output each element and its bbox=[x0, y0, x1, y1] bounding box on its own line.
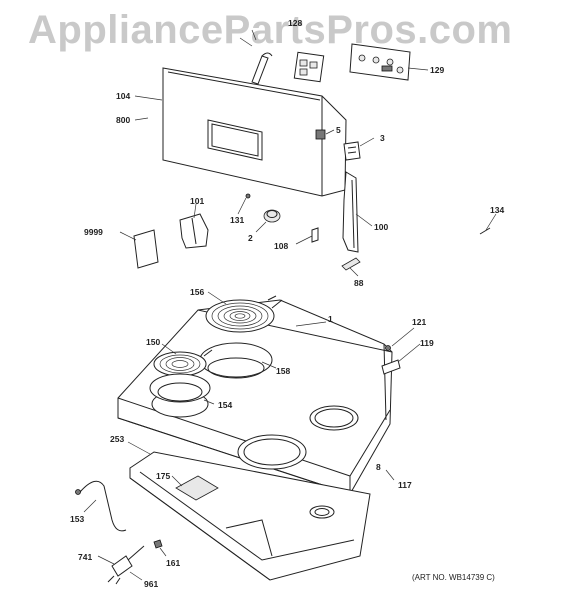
callout-129: 129 bbox=[430, 65, 444, 75]
callout-108: 108 bbox=[274, 241, 288, 251]
callout-labels: 128 129 104 800 5 3 101 9999 131 2 108 1… bbox=[70, 18, 504, 589]
literature-9999 bbox=[133, 229, 159, 269]
callout-88: 88 bbox=[354, 278, 364, 288]
large-surface-element bbox=[205, 295, 283, 333]
callout-3: 3 bbox=[380, 133, 385, 143]
knob-2 bbox=[263, 209, 281, 223]
callout-131: 131 bbox=[230, 215, 244, 225]
control-board bbox=[349, 43, 411, 81]
callout-158: 158 bbox=[276, 366, 290, 376]
small-surface-element bbox=[149, 349, 213, 403]
part-131 bbox=[245, 193, 251, 199]
callout-5: 5 bbox=[336, 125, 341, 135]
callout-119: 119 bbox=[420, 338, 434, 348]
leader-lines bbox=[83, 29, 497, 581]
part-88 bbox=[341, 257, 361, 271]
part-121 bbox=[385, 345, 391, 351]
callout-150: 150 bbox=[146, 337, 160, 347]
callout-2: 2 bbox=[248, 233, 253, 243]
callout-161: 161 bbox=[166, 558, 180, 568]
part-3 bbox=[343, 141, 361, 161]
callout-128: 128 bbox=[288, 18, 302, 28]
callout-9999: 9999 bbox=[84, 227, 103, 237]
callout-8: 8 bbox=[376, 462, 381, 472]
callout-121: 121 bbox=[412, 317, 426, 327]
callout-1: 1 bbox=[328, 314, 333, 324]
end-cap bbox=[342, 171, 359, 253]
part-175 bbox=[175, 475, 219, 501]
callout-153: 153 bbox=[70, 514, 84, 524]
callout-134: 134 bbox=[490, 205, 504, 215]
callout-800: 800 bbox=[116, 115, 130, 125]
callout-100: 100 bbox=[374, 222, 388, 232]
part-161 bbox=[153, 539, 163, 549]
callout-117: 117 bbox=[398, 480, 412, 490]
callout-156: 156 bbox=[190, 287, 204, 297]
callout-741: 741 bbox=[78, 552, 92, 562]
watermark: AppliancePartsPros.com bbox=[28, 8, 513, 52]
part-5 bbox=[315, 129, 326, 140]
callout-253: 253 bbox=[110, 434, 124, 444]
callout-101: 101 bbox=[190, 196, 204, 206]
wire-153 bbox=[79, 480, 127, 532]
callout-154: 154 bbox=[218, 400, 232, 410]
callout-104: 104 bbox=[116, 91, 130, 101]
part-119 bbox=[381, 359, 401, 375]
part-108 bbox=[311, 227, 319, 243]
power-cord bbox=[107, 545, 145, 585]
timer-module bbox=[293, 51, 325, 83]
rod-part bbox=[251, 52, 273, 85]
callout-175: 175 bbox=[156, 471, 170, 481]
art-number: (ART NO. WB14739 C) bbox=[412, 573, 495, 582]
screw-134 bbox=[479, 227, 491, 235]
callout-961: 961 bbox=[144, 579, 158, 589]
